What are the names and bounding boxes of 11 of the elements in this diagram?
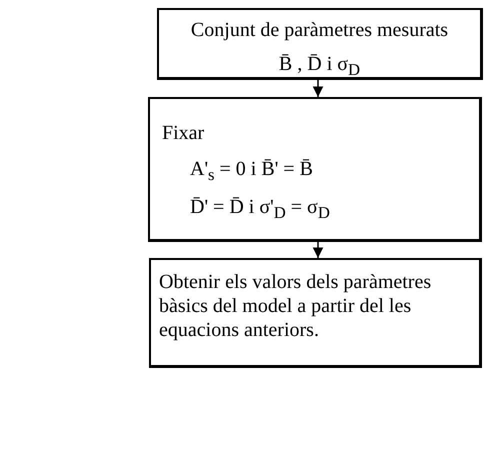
process-box <box>149 258 482 368</box>
process-box <box>148 97 482 242</box>
formula-text: B̄ , D̄ i σ$_{D}$ <box>278 53 360 75</box>
arrow <box>312 242 324 258</box>
process-box <box>157 8 483 80</box>
arrow <box>312 80 324 97</box>
formula-text: D̄' = D̄ i σ'$_{D}$ = σ$_{D}$ <box>190 195 330 224</box>
box-heading: Fixar <box>162 121 204 145</box>
box-heading: Conjunt de paràmetres mesurats <box>190 19 448 41</box>
formula-text: A'$_{s}$ = 0 i B̄' = B̄ <box>190 157 313 186</box>
box-text: Obtenir els valors dels paràmetres bàsics del model a partir del les equacions anteriors. <box>159 270 432 342</box>
